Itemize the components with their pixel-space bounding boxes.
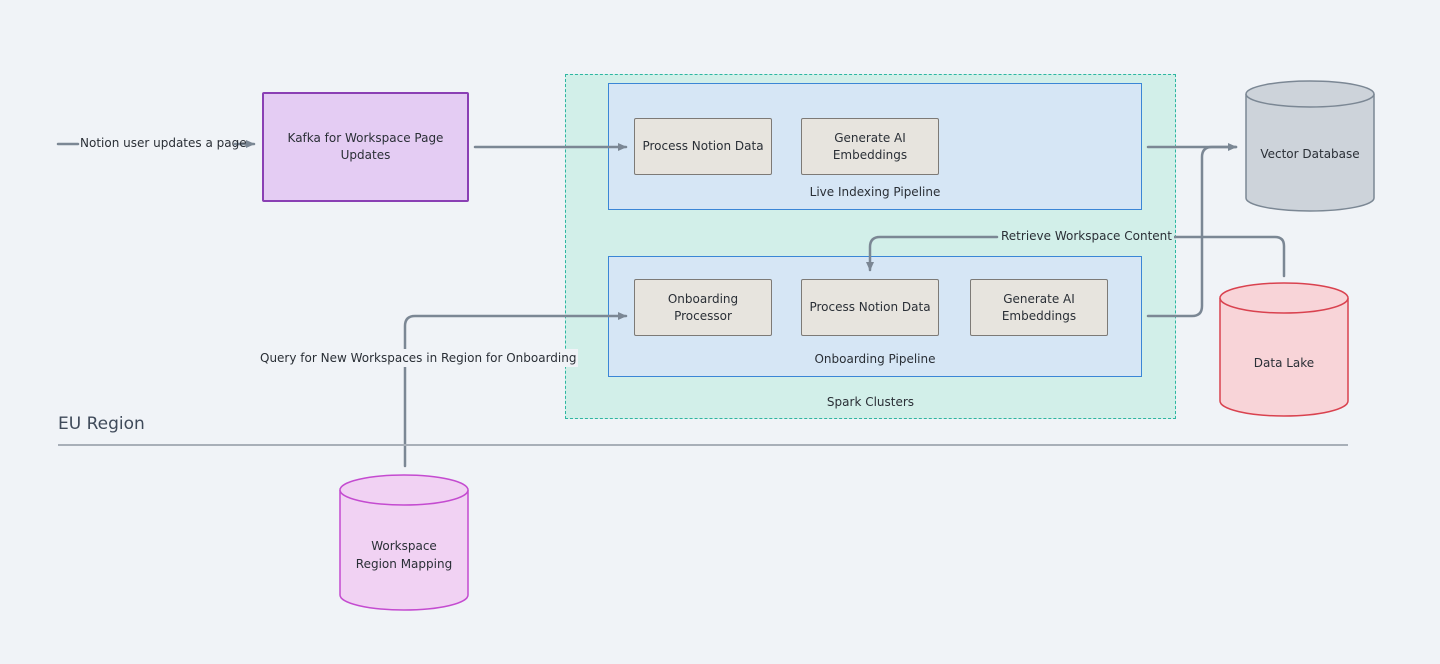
onboarding-process-notion-data-label: Process Notion Data [809,300,931,314]
live-generate-ai-embeddings: Generate AI Embeddings [801,118,939,175]
workspace-region-mapping: Workspace Region Mapping [339,473,469,611]
retrieve-workspace-content-label: Retrieve Workspace Content [999,229,1174,243]
onboarding-generate-ai-embeddings: Generate AI Embeddings [970,279,1108,336]
input-label: Notion user updates a page [80,136,247,150]
onboarding-process-notion-data: Process Notion Data [801,279,939,336]
onboarding-generate-ai-embeddings-label: Generate AI Embeddings [1001,291,1077,323]
onboarding-to-vector-line [1146,145,1238,318]
live-indexing-pipeline-label: Live Indexing Pipeline [809,185,941,199]
workspace-region-mapping-shape [339,474,469,611]
live-generate-ai-embeddings-label: Generate AI Embeddings [832,130,908,162]
vector-database-shape [1245,80,1375,212]
onboarding-pipeline-label: Onboarding Pipeline [814,352,936,366]
workspace-region-mapping-label: Workspace Region Mapping [355,539,453,571]
kafka-label: Kafka for Workspace Page Updates [287,131,444,162]
vector-database: Vector Database [1245,80,1375,212]
kafka-workspace-page-updates: Kafka for Workspace Page Updates [262,92,469,202]
mapping-to-onboarding-arrow [403,312,628,468]
data-lake-shape [1219,282,1349,417]
data-lake: Data Lake [1219,281,1349,417]
query-new-workspaces-label: Query for New Workspaces in Region for O… [258,349,579,367]
onboarding-processor-label: Onboarding Processor [667,291,739,323]
datalake-to-retrieve-line [1158,235,1286,278]
vector-database-label: Vector Database [1260,147,1360,161]
onboarding-processor: Onboarding Processor [634,279,772,336]
spark-clusters-label: Spark Clusters [826,395,915,409]
retrieve-to-process-arrow [866,235,999,272]
live-process-notion-data-label: Process Notion Data [642,139,764,153]
data-lake-label: Data Lake [1253,356,1315,370]
eu-region-title: EU Region [58,414,145,434]
live-process-notion-data: Process Notion Data [634,118,772,175]
eu-region-boundary [58,444,1348,446]
